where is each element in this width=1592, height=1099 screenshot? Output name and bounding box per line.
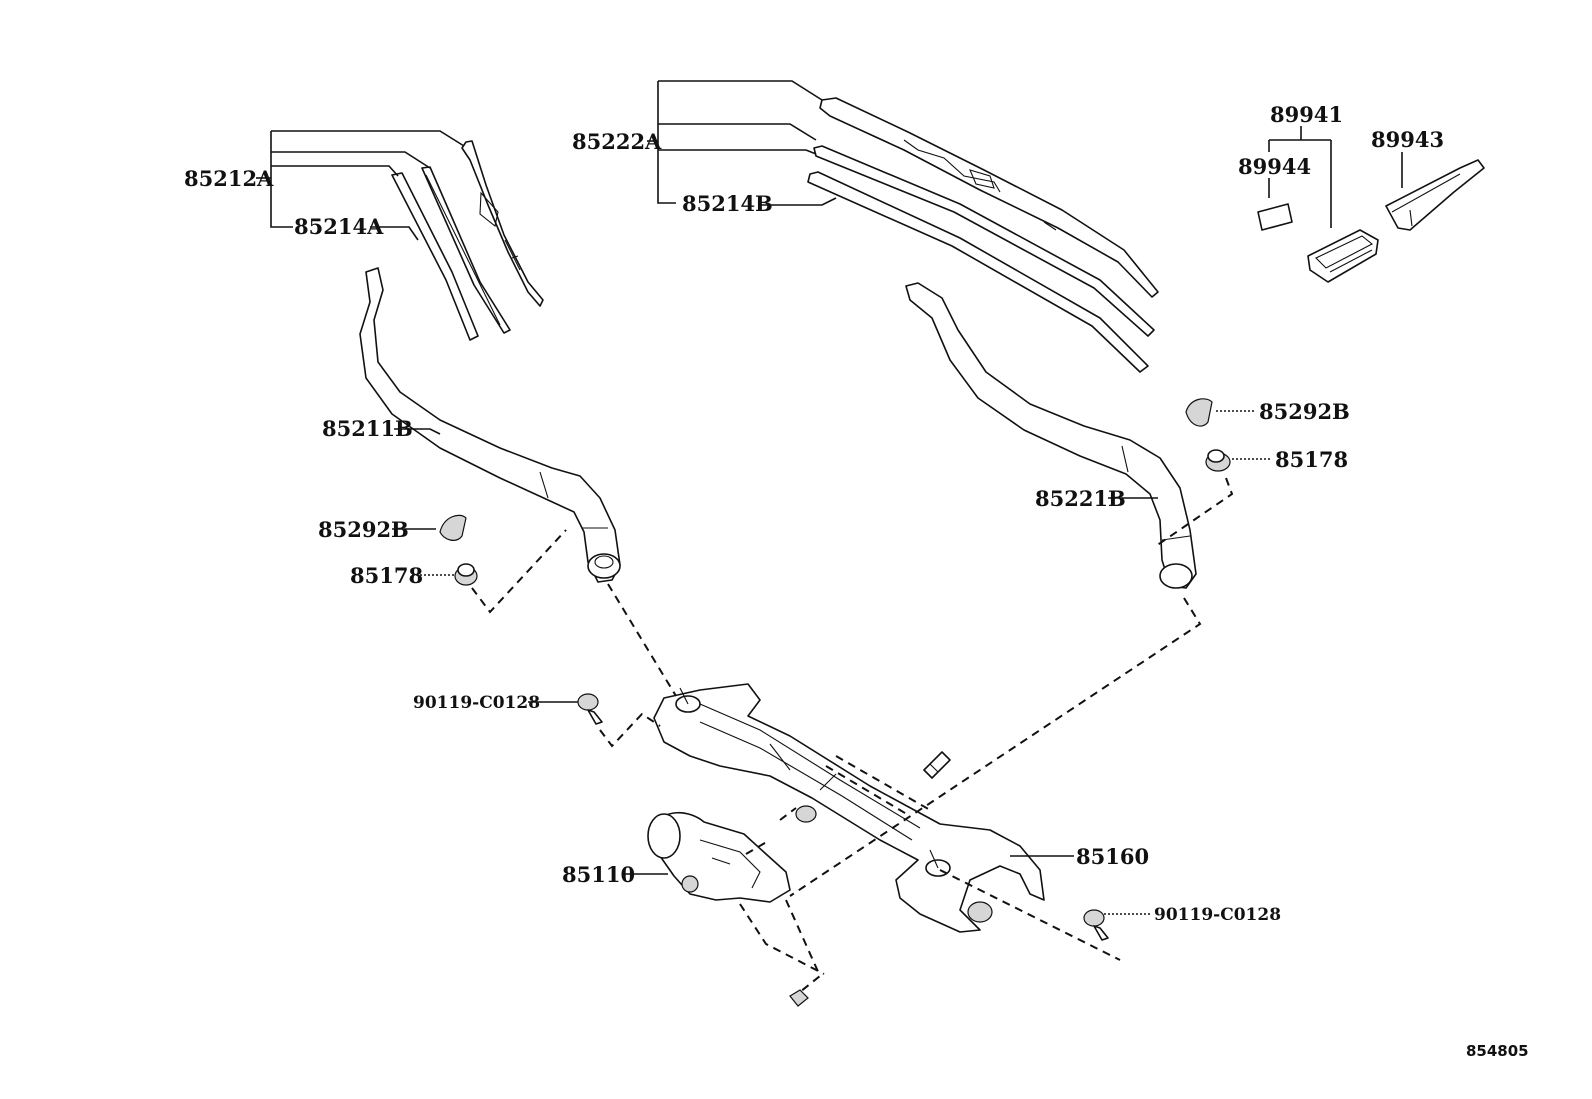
- label-85214A[interactable]: 85214A: [294, 214, 384, 239]
- arm-nut-right-drawing[interactable]: [1205, 449, 1231, 472]
- arm-cap-right-drawing[interactable]: [1185, 398, 1213, 427]
- part-labels: 85212A 85214A 85222A 85214B 85211B 85221…: [184, 102, 1529, 1060]
- label-85214B[interactable]: 85214B: [682, 191, 773, 216]
- label-89941[interactable]: 89941: [1270, 102, 1343, 127]
- blade-right-leaders: [647, 80, 837, 206]
- arm-nut-left-drawing[interactable]: [454, 563, 478, 586]
- nut-bottom-drawing[interactable]: [789, 989, 809, 1007]
- label-85222A[interactable]: 85222A: [572, 129, 662, 154]
- bolt-center-drawing[interactable]: [923, 751, 951, 779]
- adapter-assembly-drawing[interactable]: [1307, 229, 1379, 283]
- label-90119-C0128-right[interactable]: 90119-C0128: [1154, 905, 1281, 925]
- label-85221B[interactable]: 85221B: [1035, 486, 1126, 511]
- label-89943[interactable]: 89943: [1371, 127, 1444, 152]
- blade-left-leaders: [256, 130, 465, 241]
- blade-rubber-left-drawing[interactable]: [391, 172, 479, 341]
- wiper-blade-right-drawing[interactable]: [813, 97, 1159, 337]
- blade-rubber-right-drawing[interactable]: [807, 171, 1149, 373]
- label-85110[interactable]: 85110: [562, 862, 635, 887]
- adapter-cover-drawing[interactable]: [1385, 159, 1485, 231]
- label-85178-right[interactable]: 85178: [1275, 447, 1348, 472]
- label-85212A[interactable]: 85212A: [184, 166, 274, 191]
- arm-left-leader: [394, 428, 441, 435]
- label-85292B-right[interactable]: 85292B: [1259, 399, 1350, 424]
- wiper-blade-left-drawing[interactable]: [421, 140, 544, 334]
- wiper-arm-left-drawing[interactable]: [359, 267, 621, 583]
- bolt-right-drawing[interactable]: [1083, 909, 1109, 941]
- arm-cap-left-drawing[interactable]: [439, 514, 467, 541]
- wiper-arm-right-drawing[interactable]: [905, 282, 1197, 589]
- label-89944[interactable]: 89944: [1238, 154, 1311, 179]
- label-90119-C0128-left[interactable]: 90119-C0128: [413, 693, 540, 713]
- diagram-reference-number: 854805: [1466, 1042, 1529, 1060]
- label-85292B-left[interactable]: 85292B: [318, 517, 409, 542]
- wiper-motor-drawing[interactable]: [647, 812, 791, 903]
- adapter-leaders: [1268, 126, 1403, 228]
- label-85160[interactable]: 85160: [1076, 844, 1149, 869]
- adapter-label-drawing[interactable]: [1257, 203, 1293, 231]
- label-85211B[interactable]: 85211B: [322, 416, 413, 441]
- bolt-left-drawing[interactable]: [577, 693, 603, 725]
- label-85178-left[interactable]: 85178: [350, 563, 423, 588]
- connection-dashes: [471, 477, 1234, 993]
